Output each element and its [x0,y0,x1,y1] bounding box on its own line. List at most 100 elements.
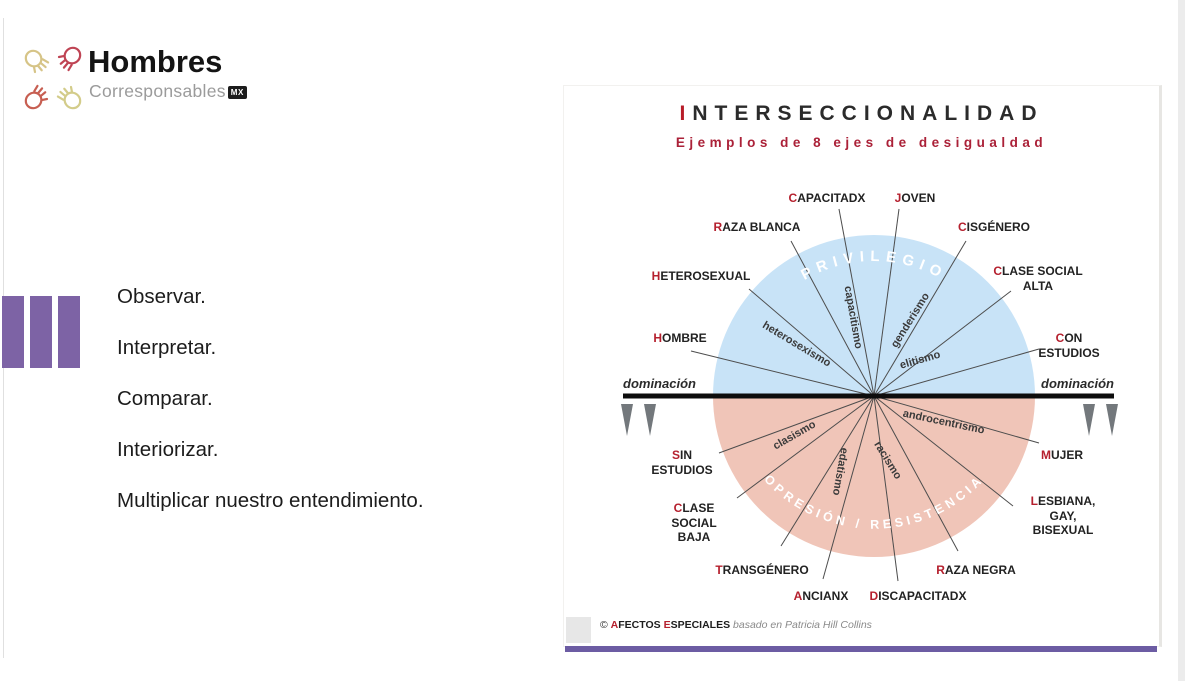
label-text: ON ESTUDIOS [1038,331,1100,360]
purple-bar [30,296,52,368]
dominacion-left: dominación [623,376,696,391]
list-item: Interpretar. [117,336,217,359]
down-arrow-icon [621,404,633,436]
label-text: NCIANX [802,589,849,603]
label-ancianx: ANCIANX [794,589,849,604]
dominacion-right: dominación [1041,376,1114,391]
label-capacitadx: CAPACITADX [789,191,866,206]
logo-hands-icon [24,44,86,114]
title-first-letter: I [679,102,693,125]
diagram-title: INTERSECCIONALIDAD [564,102,1159,126]
label-lesbiana-gay-bisexual: LESBIANA, GAY, BISEXUAL [1018,494,1108,538]
label-first-letter: S [671,448,680,462]
label-text: RANSGÉNERO [722,563,809,577]
label-text: ETEROSEXUAL [660,269,751,283]
label-first-letter: C [1055,331,1065,345]
diagram-subtitle: Ejemplos de 8 ejes de desigualdad [675,135,1048,150]
label-con-estudios: CON ESTUDIOS [1036,331,1102,360]
brand-text: FECTOS [618,619,664,631]
label-text: OMBRE [662,331,707,345]
label-first-letter: R [713,220,723,234]
axis-line-ancianx [822,395,875,580]
label-sin-estudios: SIN ESTUDIOS [649,448,715,477]
label-clase-social-alta: CLASE SOCIAL ALTA [988,264,1088,293]
axis-line-capacitadx [838,208,875,397]
down-arrow-icon [644,404,656,436]
label-text: ESBIANA, GAY, BISEXUAL [1032,494,1096,538]
axis-line-heterosexual [748,288,875,397]
label-first-letter: T [715,563,723,577]
axis-line-raza-blanca [790,240,875,397]
label-first-letter: C [993,264,1002,278]
panel-corner-shade [566,617,591,643]
copyright-icon: © [600,619,608,631]
label-raza-negra: RAZA NEGRA [936,563,1016,578]
axis-line-lesbiana [873,395,1014,507]
axis-line-transgenero [780,395,875,547]
oppression-half-circle [713,396,1035,557]
brand-text: SPECIALES [670,619,731,631]
label-first-letter: M [1040,448,1051,462]
label-first-letter: H [653,331,662,345]
decorative-bars [2,296,80,368]
purple-bar [2,296,24,368]
label-text: LASE SOCIAL BAJA [671,501,717,545]
label-first-letter: L [1030,494,1038,508]
label-text: APACITADX [797,191,866,205]
label-first-letter: C [788,191,798,205]
axis-line-clase-baja [736,395,875,499]
word-list: Observar. Interpretar. Comparar. Interio… [117,286,424,512]
label-text: AZA BLANCA [722,220,801,234]
label-first-letter: R [936,563,945,577]
list-item: Comparar. [117,387,213,410]
axis-line-joven [873,208,900,397]
list-item: Multiplicar nuestro entendimiento. [117,489,424,512]
list-item: Interiorizar. [117,438,219,461]
diagram-credit: © AFECTOS ESPECIALES basado en Patricia … [600,619,872,631]
down-arrow-icon [1083,404,1095,436]
label-clase-social-baja: CLASE SOCIAL BAJA [654,501,734,545]
list-item: Observar. [117,285,206,308]
brand-letter: A [610,619,619,631]
label-first-letter: C [673,501,683,515]
axis-line-discapacitadx [873,395,899,582]
axis-line-hombre [690,350,875,397]
panel-purple-underline [565,646,1157,652]
brand-letter: E [663,619,671,631]
axis-line-mujer [873,395,1040,444]
axis-line-clase-alta [873,290,1012,397]
axis-line-sin-estudios [718,395,875,454]
domination-arrows [621,404,1118,436]
label-text: OVEN [901,191,936,205]
interseccionalidad-panel: INTERSECCIONALIDAD Ejemplos de 8 ejes de… [563,85,1162,647]
label-hombre: HOMBRE [653,331,706,346]
label-cisgenero: CISGÉNERO [958,220,1030,235]
label-first-letter: J [894,191,902,205]
label-text: AZA NEGRA [944,563,1016,577]
purple-bar [58,296,80,368]
axis-line-raza-negra [873,395,959,552]
privilege-half-circle [713,235,1035,396]
label-discapacitadx: DISCAPACITADX [870,589,967,604]
logo-subtitle-text: Corresponsables [89,81,226,101]
label-text: ISCAPACITADX [878,589,967,603]
logo-title: Hombres [88,44,223,79]
label-text: UJER [1050,448,1084,462]
axis-line-con-estudios [873,348,1040,397]
label-text: LASE SOCIAL ALTA [1002,264,1083,293]
axis-line-cisgenero [873,240,967,397]
title-rest: NTERSECCIONALIDAD [692,102,1044,125]
label-heterosexual: HETEROSEXUAL [652,269,751,284]
window-right-strip [1178,0,1185,681]
logo-mx-badge: MX [227,86,247,99]
label-joven: JOVEN [895,191,936,206]
label-text: IN ESTUDIOS [651,448,713,477]
label-first-letter: C [957,220,967,234]
label-first-letter: D [869,589,879,603]
credit-text: basado en Patricia Hill Collins [730,619,872,631]
label-text: ISGÉNERO [966,220,1031,234]
axis-lines [690,208,1040,582]
label-first-letter: H [651,269,661,283]
